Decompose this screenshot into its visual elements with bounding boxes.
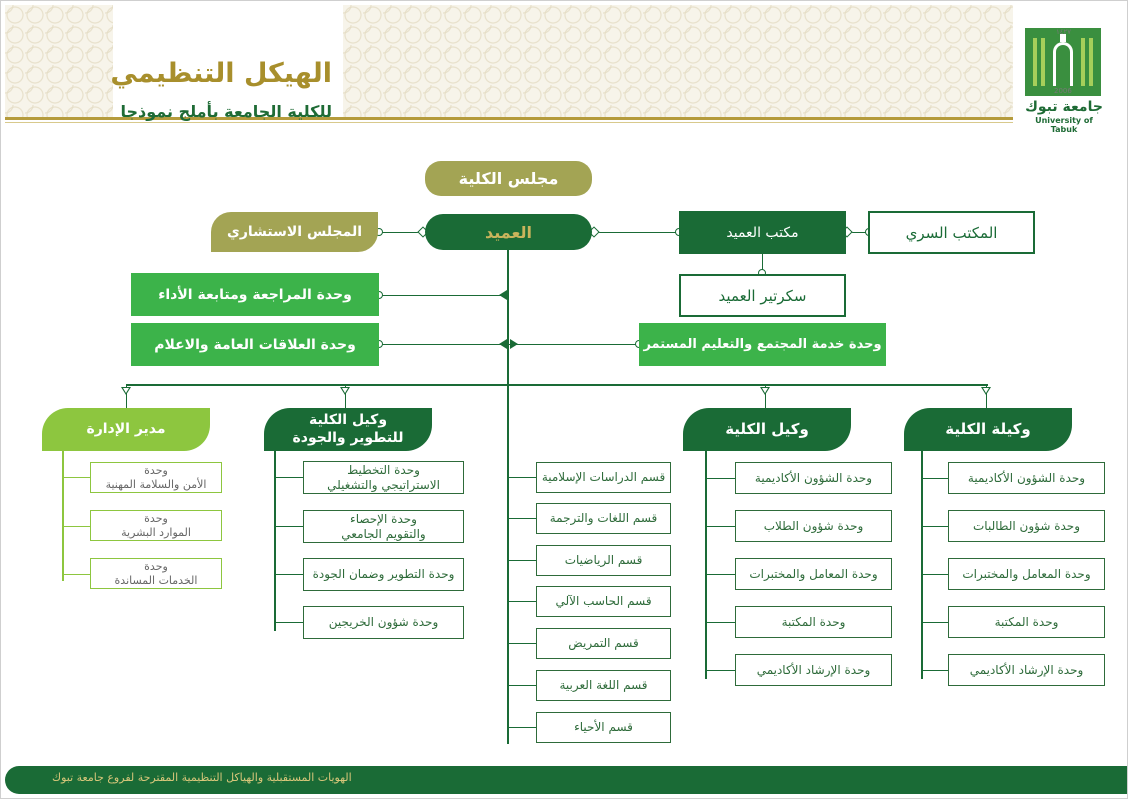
admin-unit-security: وحدة الأمن والسلامة المهنية (90, 462, 222, 493)
dev-vertical-line (274, 451, 276, 631)
dean-label: العميد (485, 223, 532, 242)
arrow-community (510, 339, 518, 349)
secret-office-box: المكتب السري (868, 211, 1035, 254)
vice-header: وكيل الكلية (683, 408, 851, 451)
dept-arabic: قسم اللغة العربية (536, 670, 671, 701)
college-council-label: مجلس الكلية (459, 169, 559, 188)
university-tabuk-logo (1025, 28, 1101, 96)
arrow-vice (760, 387, 770, 395)
dept-islamic-studies: قسم الدراسات الإسلامية (536, 462, 671, 493)
arrow-admin (121, 387, 131, 395)
vice-female-unit-students: وحدة شؤون الطالبات (948, 510, 1105, 542)
vice-female-vertical-line (921, 451, 923, 679)
dean-office-box: مكتب العميد (679, 211, 846, 254)
dev-vice-title-2: للتطوير والجودة (293, 430, 404, 448)
pr-unit-label: وحدة العلاقات العامة والاعلام (154, 337, 356, 353)
connector-dean-right (593, 232, 679, 233)
logo-year-hijri: ١٤٢٧ (1056, 28, 1071, 36)
admin-unit-support: وحدة الخدمات المساندة (90, 558, 222, 589)
page-title: الهيكل التنظيمي (110, 58, 332, 89)
vice-female-unit-library: وحدة المكتبة (948, 606, 1105, 638)
vice-title: وكيل الكلية (725, 420, 809, 439)
vice-unit-labs: وحدة المعامل والمختبرات (735, 558, 892, 590)
dean-office-label: مكتب العميد (726, 225, 798, 241)
logo-year: 2006 (1054, 87, 1072, 95)
arrow-dev (340, 387, 350, 395)
vice-female-unit-guidance: وحدة الإرشاد الأكاديمي (948, 654, 1105, 686)
vice-female-header: وكيلة الكلية (904, 408, 1072, 451)
connector-horizontal-bus (126, 384, 988, 386)
admin-director-header: مدير الإدارة (42, 408, 210, 451)
header-pattern-left (5, 5, 113, 117)
review-unit-label: وحدة المراجعة ومتابعة الأداء (158, 287, 352, 303)
connector-pr (379, 344, 507, 345)
vice-unit-academic: وحدة الشؤون الأكاديمية (735, 462, 892, 494)
dev-unit-planning: وحدة التخطيط الاستراتيجي والتشغيلي (303, 461, 464, 494)
connector-main-vertical (507, 250, 509, 744)
connector-review (379, 295, 507, 296)
dev-unit-statistics: وحدة الإحصاء والتقويم الجامعي (303, 510, 464, 543)
dept-languages: قسم اللغات والترجمة (536, 503, 671, 534)
header-divider-bottom (5, 122, 1013, 123)
vice-unit-guidance: وحدة الإرشاد الأكاديمي (735, 654, 892, 686)
secret-office-label: المكتب السري (906, 224, 998, 242)
review-unit-box: وحدة المراجعة ومتابعة الأداء (131, 273, 379, 316)
dept-biology: قسم الأحياء (536, 712, 671, 743)
dev-vice-header: وكيل الكلية للتطوير والجودة (264, 408, 432, 451)
advisory-council-label: المجلس الاستشاري (227, 224, 362, 240)
dev-unit-alumni: وحدة شؤون الخريجين (303, 606, 464, 639)
dev-unit-quality: وحدة التطوير وضمان الجودة (303, 558, 464, 591)
vice-female-unit-academic: وحدة الشؤون الأكاديمية (948, 462, 1105, 494)
connector-community (509, 344, 639, 345)
page-subtitle: للكلية الجامعة بأملج نموذجا (121, 102, 333, 121)
admin-vertical-line (62, 451, 64, 581)
dean-secretary-label: سكرتير العميد (719, 287, 807, 305)
arrow-vice-female (981, 387, 991, 395)
vice-unit-library: وحدة المكتبة (735, 606, 892, 638)
admin-director-title: مدير الإدارة (86, 421, 165, 439)
vice-female-title: وكيلة الكلية (945, 420, 1030, 439)
advisory-council-box: المجلس الاستشاري (211, 212, 378, 252)
dean-secretary-box: سكرتير العميد (679, 274, 846, 317)
admin-unit-hr: وحدة الموارد البشرية (90, 510, 222, 541)
dev-vice-title-1: وكيل الكلية (309, 412, 387, 430)
pr-unit-box: وحدة العلاقات العامة والاعلام (131, 323, 379, 366)
dept-nursing: قسم التمريض (536, 628, 671, 659)
arrow-pr (499, 339, 507, 349)
dept-computer: قسم الحاسب الآلي (536, 586, 671, 617)
logo-name-en: University of Tabuk (1022, 116, 1106, 134)
dept-mathematics: قسم الرياضيات (536, 545, 671, 576)
dean-box: العميد (425, 214, 592, 250)
college-council-box: مجلس الكلية (425, 161, 592, 196)
community-unit-label: وحدة خدمة المجتمع والتعليم المستمر (643, 337, 881, 352)
logo-name-ar: جامعة تبوك (1024, 99, 1104, 115)
header-pattern-right (343, 5, 1013, 117)
footer-text: الهويات المستقبلية والهياكل التنظيمية ال… (52, 771, 352, 784)
vice-female-unit-labs: وحدة المعامل والمختبرات (948, 558, 1105, 590)
arrow-review (499, 290, 507, 300)
vice-vertical-line (705, 451, 707, 679)
vice-unit-students: وحدة شؤون الطلاب (735, 510, 892, 542)
community-unit-box: وحدة خدمة المجتمع والتعليم المستمر (639, 323, 886, 366)
